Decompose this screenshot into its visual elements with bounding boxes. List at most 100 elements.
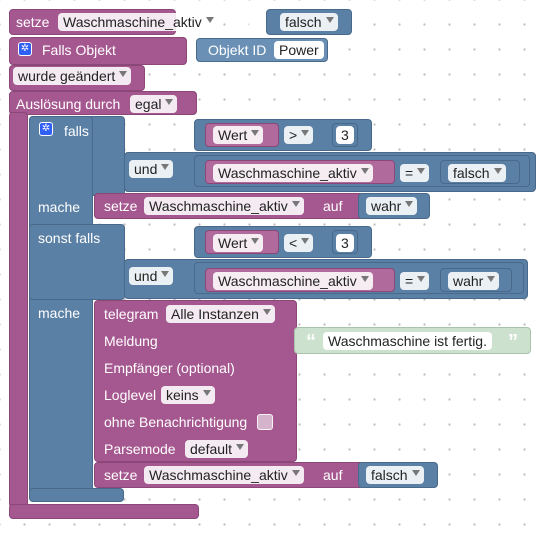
equals-label-1: = (405, 165, 414, 181)
number-value-2: 3 (341, 235, 349, 251)
if-block-body (29, 116, 93, 500)
number-field-2[interactable]: 3 (336, 234, 354, 252)
number-field-1[interactable]: 3 (336, 126, 354, 144)
boolean-dropdown-1[interactable]: falsch (448, 164, 506, 182)
variable-dropdown-3[interactable]: Waschmaschine_aktiv (213, 272, 373, 290)
chevron-down-icon (165, 99, 174, 105)
chevron-down-icon (251, 130, 260, 136)
parsemode-value: default (190, 441, 233, 457)
equals-label-2: = (405, 273, 414, 289)
boolean-dropdown-2[interactable]: wahr (448, 272, 500, 290)
and-label-1: und (134, 161, 158, 177)
chevron-down-icon (417, 168, 426, 174)
auf-label: auf (236, 14, 256, 30)
objekt-id-value: Power (279, 42, 319, 58)
if-block-elseif-header[interactable] (29, 224, 125, 300)
chevron-down-icon (493, 168, 502, 174)
variable-dropdown-mache1[interactable]: Waschmaschine_aktiv (144, 197, 304, 215)
gear-icon[interactable]: ✲ (18, 42, 32, 56)
chevron-down-icon (487, 276, 496, 282)
operator-dropdown-1[interactable]: > (284, 126, 314, 144)
chevron-down-icon (291, 201, 300, 207)
mache-label-1: mache (38, 199, 81, 215)
parsemode-label: Parsemode (104, 441, 176, 457)
ausloesung-label: Auslösung durch (16, 96, 121, 112)
variable-label-bottom: Waschmaschine_aktiv (149, 467, 288, 483)
wert-dropdown-2[interactable]: Wert (213, 234, 264, 252)
objekt-id-field[interactable]: Power (274, 41, 324, 59)
chevron-down-icon (262, 309, 271, 315)
change-mode-dropdown[interactable]: wurde geändert (13, 67, 132, 85)
chevron-down-icon (291, 470, 300, 476)
telegram-block[interactable] (94, 300, 297, 462)
gear-icon[interactable]: ✲ (39, 122, 53, 136)
chevron-down-icon (325, 17, 334, 23)
setze-label-bottom: setze (104, 467, 138, 483)
variable-label-3: Waschmaschine_aktiv (218, 273, 357, 289)
chevron-down-icon (161, 271, 170, 277)
and-dropdown-1[interactable]: und (129, 160, 174, 178)
wert-dropdown-1[interactable]: Wert (213, 126, 264, 144)
variable-dropdown-bottom[interactable]: Waschmaschine_aktiv (144, 466, 304, 484)
objekt-id-label: Objekt ID (208, 42, 267, 58)
meldung-label: Meldung (104, 333, 158, 349)
sonst-falls-label: sonst falls (38, 230, 101, 246)
setze-label: setze (16, 14, 50, 30)
trigger-block-header[interactable] (9, 37, 187, 65)
falls-label: falls (64, 123, 89, 139)
operator-label-2: < (289, 235, 298, 251)
wert-label-1: Wert (218, 127, 248, 143)
instances-dropdown[interactable]: Alle Instanzen (166, 305, 275, 323)
chevron-down-icon (236, 444, 245, 450)
loglevel-label: Loglevel (104, 387, 157, 403)
variable-dropdown[interactable]: Waschmaschine_aktiv (58, 13, 218, 31)
and-dropdown-2[interactable]: und (129, 267, 174, 285)
value-label-mache1: wahr (371, 198, 402, 214)
chevron-down-icon (301, 238, 310, 244)
value-dropdown[interactable]: falsch (280, 13, 338, 31)
chevron-down-icon (251, 238, 260, 244)
loglevel-dropdown[interactable]: keins (161, 386, 215, 404)
auf-label-bottom: auf (323, 467, 343, 483)
quote-close-icon: ” (508, 331, 518, 353)
trigger-block-body (9, 112, 28, 508)
operator-dropdown-2[interactable]: < (284, 234, 314, 252)
if-block-bottom (29, 488, 124, 502)
auf-label-mache1: auf (323, 198, 343, 214)
chevron-down-icon (405, 201, 414, 207)
operator-label-1: > (289, 127, 298, 143)
chevron-down-icon (411, 470, 420, 476)
empfaenger-label: Empfänger (optional) (104, 360, 235, 376)
value-dropdown-bottom[interactable]: falsch (366, 466, 424, 484)
trigger-block-bottom (9, 504, 199, 519)
variable-label-2: Waschmaschine_aktiv (218, 165, 357, 181)
chevron-down-icon (417, 276, 426, 282)
chevron-down-icon (202, 390, 211, 396)
setze-label-mache1: setze (104, 198, 138, 214)
no-notify-checkbox[interactable] (257, 414, 273, 430)
value-dropdown-mache1[interactable]: wahr (366, 197, 418, 215)
parsemode-dropdown[interactable]: default (185, 440, 249, 458)
chevron-down-icon (301, 130, 310, 136)
value-dropdown-label: falsch (285, 14, 322, 30)
instances-label: Alle Instanzen (171, 306, 259, 322)
ausloesung-dropdown[interactable]: egal (130, 95, 178, 113)
ausloesung-value: egal (135, 96, 162, 112)
and-label-2: und (134, 268, 158, 284)
number-value-1: 3 (341, 127, 349, 143)
variable-dropdown-2[interactable]: Waschmaschine_aktiv (213, 164, 373, 182)
chevron-down-icon (119, 71, 128, 77)
loglevel-value: keins (166, 387, 199, 403)
quote-open-icon: “ (306, 331, 316, 353)
ohne-benachrichtigung-label: ohne Benachrichtigung (104, 414, 248, 430)
boolean-label-2: wahr (453, 273, 484, 289)
meldung-text-field[interactable]: Waschmaschine ist fertig. (323, 332, 492, 350)
telegram-label: telegram (104, 306, 159, 322)
equals-dropdown-1[interactable]: = (400, 164, 430, 182)
mache-label-2: mache (38, 305, 81, 321)
wert-label-2: Wert (218, 235, 248, 251)
equals-dropdown-2[interactable]: = (400, 272, 430, 290)
boolean-label-1: falsch (453, 165, 490, 181)
value-label-bottom: falsch (371, 467, 408, 483)
chevron-down-icon (360, 276, 369, 282)
